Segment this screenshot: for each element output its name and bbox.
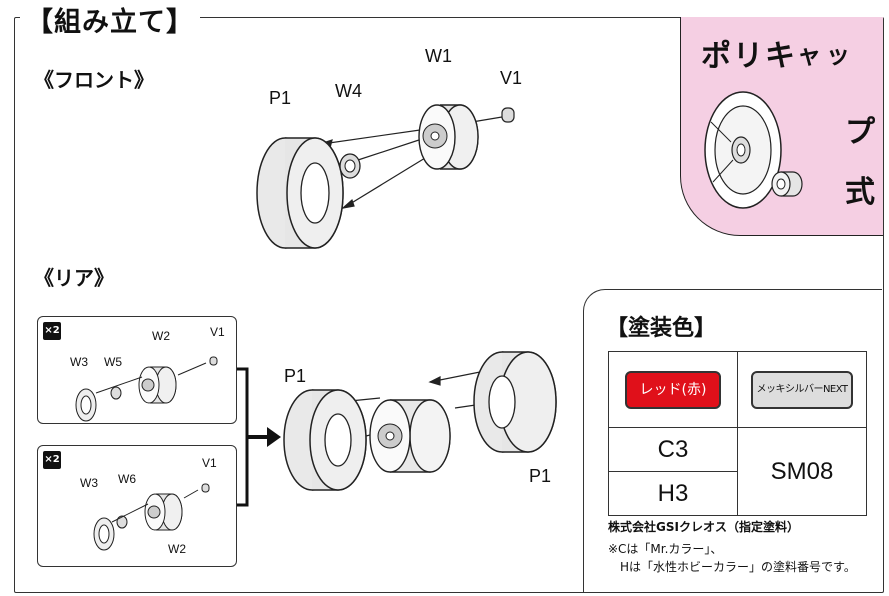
label-w3-box2: W3	[80, 476, 98, 490]
label-v1-box2: V1	[202, 456, 217, 470]
wheel-w1	[418, 104, 479, 170]
label-p1-front: P1	[269, 88, 292, 108]
front-heading: 《フロント》	[34, 68, 154, 92]
rear-subassembly-diagram-1	[75, 356, 218, 422]
red-color-cell: レッド(赤)	[608, 351, 738, 428]
polycap-char-4: ャ	[797, 41, 821, 69]
page-frame	[14, 17, 884, 593]
company-line: 株式会社GSIクレオス（指定塗料）	[608, 520, 799, 534]
rear-subassembly-box-1: ×2 W2 V1 W3 W5	[37, 316, 237, 424]
label-p1-rear-right: P1	[529, 466, 552, 486]
label-w3-box1: W3	[70, 355, 88, 369]
polycap-illustration	[704, 91, 803, 209]
polycap-char-2: リ	[733, 39, 763, 74]
quantity-badge: ×2	[43, 322, 61, 340]
front-assembly-diagram	[256, 104, 515, 249]
paint-heading: 【塗装色】	[606, 316, 717, 341]
polycap-char-5: ッ	[826, 41, 850, 69]
label-w1: W1	[425, 46, 452, 66]
code-c3: C3	[608, 427, 738, 472]
page-title: 【組み立て】	[20, 0, 200, 39]
label-w2-box1: W2	[152, 329, 170, 343]
silver-color-swatch: メッキシルバーNEXT	[751, 370, 853, 409]
rear-heading: 《リア》	[34, 266, 114, 290]
tire-p1	[256, 137, 344, 249]
rear-subassembly-diagram-2	[93, 483, 210, 551]
label-v1-front: V1	[500, 68, 523, 88]
label-p1-rear-left: P1	[284, 366, 307, 386]
polycap-panel: ポ リ キ ャ ッ プ 式	[680, 17, 883, 236]
code-h3: H3	[608, 471, 738, 516]
rear-subassembly-box-2: ×2 V1 W3 W6 W2	[37, 445, 237, 567]
combine-arrow	[237, 367, 281, 507]
polycap-char-3: キ	[765, 39, 795, 74]
polycap-v1	[501, 107, 515, 123]
label-w6-box2: W6	[118, 472, 136, 486]
quantity-badge: ×2	[43, 451, 61, 469]
note-line-1: ※Cは「Mr.カラー」、	[608, 542, 723, 556]
label-w4: W4	[335, 81, 362, 101]
note-line-2: Hは「水性ホビーカラー」の塗料番号です。	[620, 560, 856, 574]
rear-assembly-diagram	[283, 351, 557, 491]
polycap-char-6: プ	[845, 115, 875, 150]
label-w2-box2: W2	[168, 542, 186, 556]
code-sm08: SM08	[737, 427, 867, 516]
label-v1-box1: V1	[210, 325, 225, 339]
polycap-char-7: 式	[845, 175, 875, 210]
red-color-swatch: レッド(赤)	[625, 370, 721, 409]
paint-table: レッド(赤) メッキシルバーNEXT C3 SM08 H3	[608, 351, 867, 516]
polycap-char-1: ポ	[701, 39, 731, 74]
silver-color-cell: メッキシルバーNEXT	[737, 351, 867, 428]
label-w5-box1: W5	[104, 355, 122, 369]
